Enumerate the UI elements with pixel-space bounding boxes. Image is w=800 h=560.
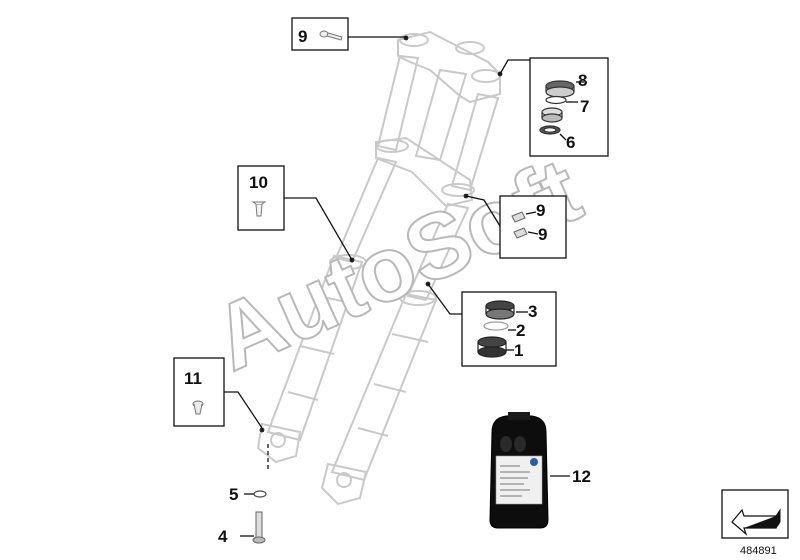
drain-screw-icon: [192, 400, 204, 415]
callout-label: 9: [298, 27, 307, 46]
callout-label: 10: [249, 173, 268, 192]
callout-label: 3: [528, 302, 537, 321]
bearing-icon: [539, 80, 575, 135]
callout-label: 9: [538, 225, 547, 244]
navigation-arrow-icon[interactable]: [721, 489, 789, 539]
callout-label: 11: [184, 369, 202, 388]
callout-label: 4: [218, 527, 228, 546]
screw-icon: [319, 30, 343, 41]
pin-icon: [251, 201, 267, 217]
callout-label: 9: [536, 201, 545, 220]
fork-oil-bottle-icon: [489, 412, 549, 529]
washer-icon: [253, 490, 267, 498]
callout-label: 7: [580, 97, 589, 116]
callout-axle-bolt[interactable]: 5 4: [218, 444, 269, 546]
callout-label: 8: [578, 71, 587, 90]
callout-seal-group[interactable]: 3 2 1: [427, 283, 557, 367]
callout-label: 5: [229, 485, 238, 504]
callout-label: 2: [516, 321, 525, 340]
callout-9-top[interactable]: 9: [291, 17, 406, 51]
callout-label: 6: [566, 133, 575, 152]
seal-set-icon: [477, 300, 515, 358]
bolt-icon: [252, 511, 266, 544]
callout-bearing-group[interactable]: 8 7 6: [499, 57, 609, 157]
callout-label-12[interactable]: 12: [572, 467, 591, 486]
bolt-pair-icon: [511, 211, 528, 239]
callout-9-pair[interactable]: 9 9: [465, 195, 567, 259]
callout-10[interactable]: 10: [237, 165, 353, 261]
callout-11[interactable]: 11: [173, 357, 263, 429]
part-number: 484891: [740, 545, 777, 557]
callout-label: 1: [514, 341, 523, 360]
